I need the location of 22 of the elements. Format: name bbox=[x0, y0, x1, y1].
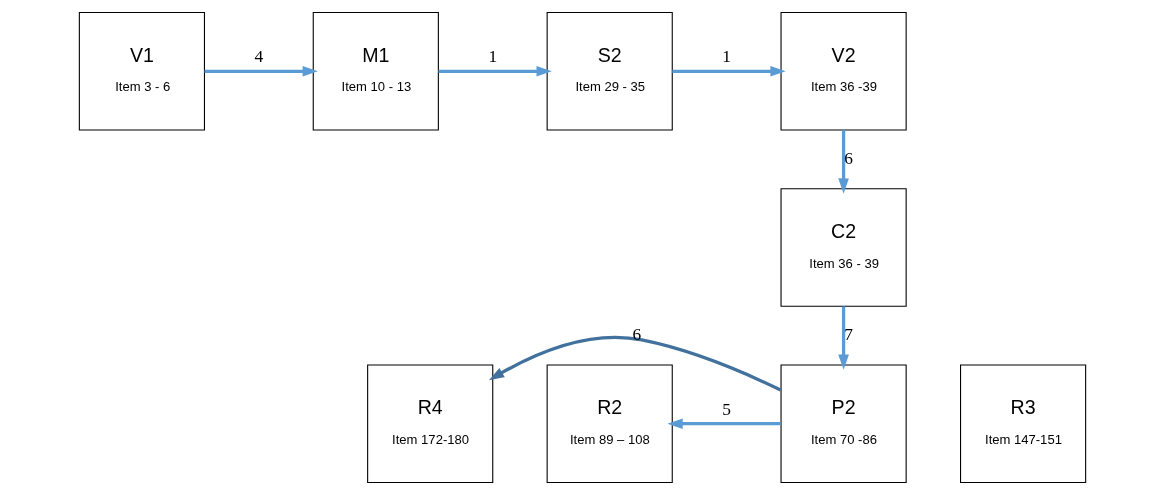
node-box: S2 Item 29 - 35 bbox=[546, 11, 673, 131]
arrow bbox=[671, 65, 786, 77]
node-box: R4 Item 172-180 bbox=[366, 364, 493, 484]
arrow bbox=[488, 335, 781, 392]
edge-label: 1 bbox=[487, 46, 497, 67]
node-box: V2 Item 36 -39 bbox=[780, 11, 907, 131]
edge-label: 4 bbox=[254, 46, 263, 67]
node-box: P2 Item 70 -86 bbox=[780, 364, 907, 484]
arrow bbox=[438, 65, 552, 77]
node-box: R2 Item 89 – 108 bbox=[546, 364, 673, 484]
node-box: R3 Item 147-151 bbox=[959, 364, 1086, 484]
node-box: C2 Item 36 - 39 bbox=[780, 188, 907, 307]
arrow bbox=[666, 418, 781, 430]
arrow bbox=[837, 130, 849, 194]
edge-label: 1 bbox=[721, 46, 731, 67]
arrow bbox=[204, 65, 318, 77]
edge-label: 7 bbox=[843, 323, 853, 344]
node-box: M1 Item 10 - 13 bbox=[312, 11, 439, 131]
edge-label: 5 bbox=[721, 398, 731, 419]
edge-label: 6 bbox=[843, 147, 853, 168]
node-box: V1 Item 3 - 6 bbox=[78, 11, 205, 131]
arrow bbox=[837, 306, 849, 370]
